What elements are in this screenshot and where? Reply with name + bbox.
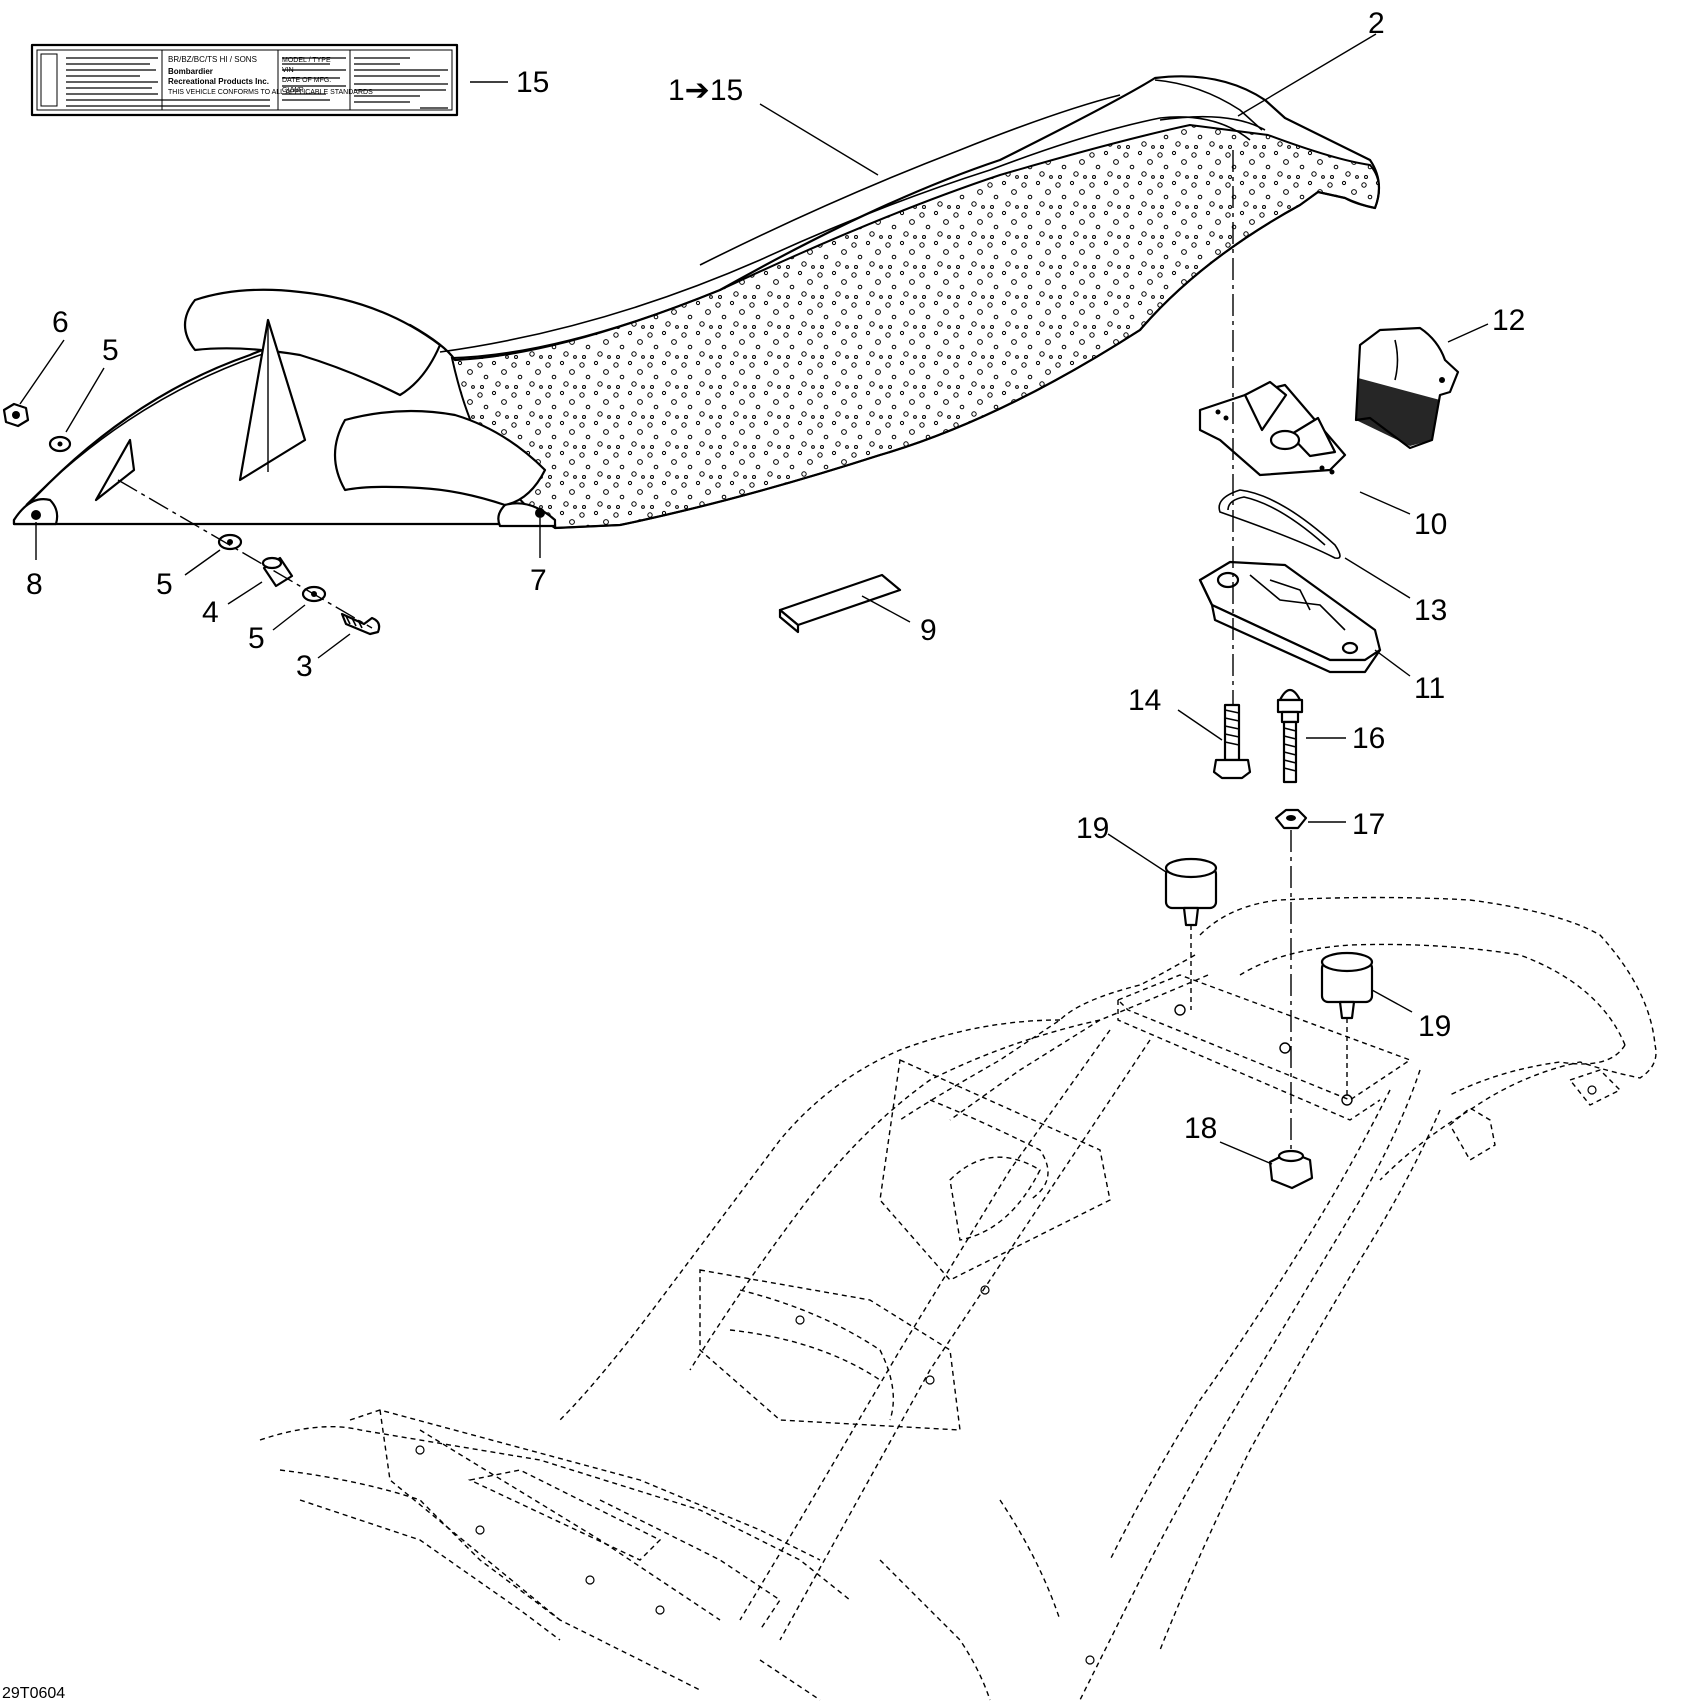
leader-lines (19, 33, 1489, 1165)
callout-5-nut: 5 (102, 334, 119, 367)
seat-wedge (238, 318, 307, 482)
callout-5-washer-a: 5 (156, 568, 173, 601)
sticker-text-1: BR/BZ/BC/TS HI / SONS (168, 55, 257, 64)
seat-side-recess-upper (183, 288, 442, 397)
callout-3: 3 (296, 650, 313, 683)
callout-15: 15 (516, 66, 549, 99)
callout-6: 6 (52, 306, 69, 339)
stud-16 (1276, 688, 1304, 784)
sticker-field-gvwr: GVWR (282, 87, 304, 94)
callout-17: 17 (1352, 808, 1385, 841)
sticker-text-company: Recreational Products Inc. (168, 77, 269, 86)
sticker-field-model: MODEL / TYPE (282, 57, 331, 64)
callout-7: 7 (530, 564, 547, 597)
velcro-strip-9 (778, 573, 902, 634)
callout-2: 2 (1368, 7, 1385, 40)
callout-19-left: 19 (1076, 812, 1109, 845)
callout-8: 8 (26, 568, 43, 601)
callout-16: 16 (1352, 722, 1385, 755)
callout-9: 9 (920, 614, 937, 647)
label-sticker: BR/BZ/BC/TS HI / SONS Bombardier Recreat… (30, 43, 459, 117)
bumper-19-left (1164, 857, 1218, 1010)
sticker-field-date: DATE OF MFG. (282, 77, 331, 84)
callout-5-washer-b: 5 (248, 622, 265, 655)
bumper-19-right (1320, 951, 1374, 1095)
callout-18: 18 (1184, 1112, 1217, 1145)
latch-12 (1354, 326, 1460, 450)
bolt-14 (1212, 703, 1252, 780)
seat-mount-tab (94, 438, 136, 502)
sticker-field-vin: VIN (282, 67, 294, 74)
callout-19-right: 19 (1418, 1010, 1451, 1043)
latch-base-11 (1198, 560, 1382, 674)
spring-clip-13 (1218, 489, 1341, 560)
callouts: 2 1➔15 15 6 5 8 5 4 5 3 7 9 12 10 13 11 … (26, 7, 1525, 1145)
fasteners-front (2, 402, 381, 636)
seat-assembly (12, 75, 1381, 530)
diagram-code: 29T0604 (2, 1685, 65, 1702)
callout-4: 4 (202, 596, 219, 629)
nut-18 (1268, 1149, 1314, 1190)
seat-foam (450, 123, 1380, 530)
lock-plate-10 (1198, 380, 1347, 477)
callout-14: 14 (1128, 684, 1161, 717)
sticker-text-brand: Bombardier (168, 67, 213, 76)
bumper-7 (497, 502, 557, 528)
callout-10: 10 (1414, 508, 1447, 541)
sticker-text-conform: THIS VEHICLE CONFORMS TO ALL APPLICABLE … (168, 89, 373, 96)
callout-1-15: 1➔15 (668, 74, 743, 107)
nut-17 (1274, 808, 1308, 830)
callout-12: 12 (1492, 304, 1525, 337)
frame-phantom (259, 896, 1657, 1701)
callout-11: 11 (1414, 672, 1445, 705)
callout-13: 13 (1414, 594, 1447, 627)
